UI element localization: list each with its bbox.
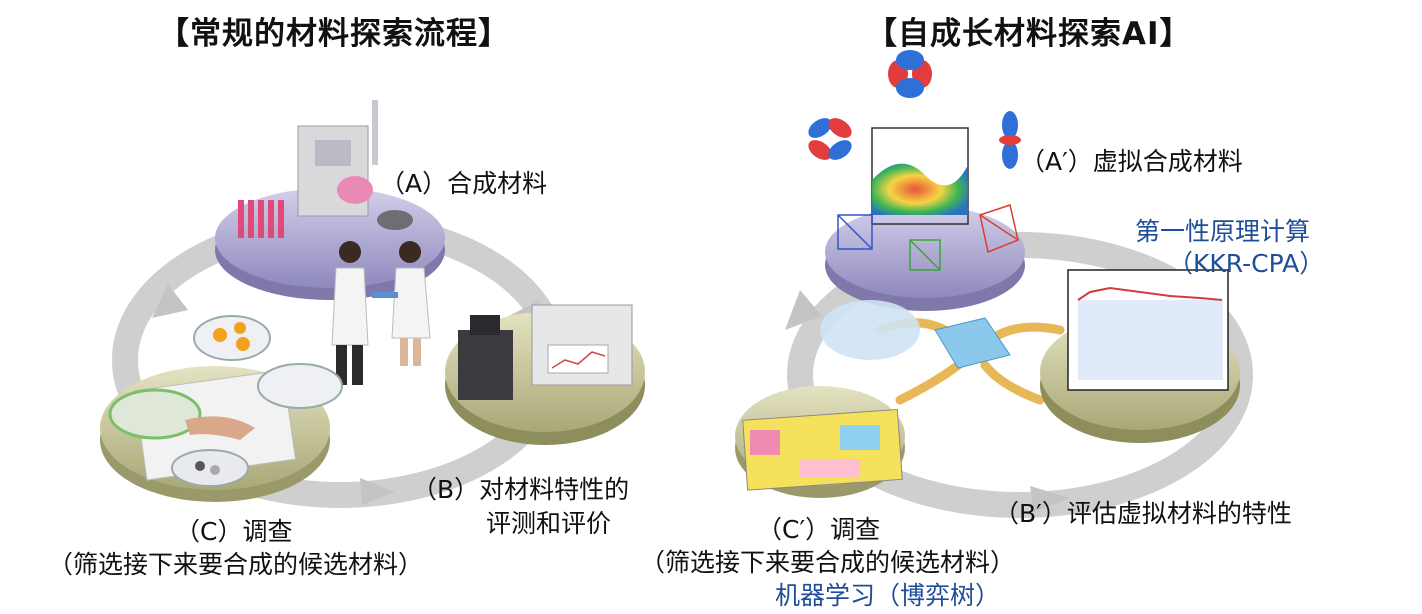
orbital-icons [805, 50, 1021, 169]
right-disc-performance [1040, 270, 1240, 443]
right-disc-machine-learning [735, 300, 920, 498]
periodic-table-icon [743, 410, 903, 491]
left-panel-title: 【常规的材料探索流程】 [158, 8, 510, 53]
right-step-b-label: （B′）评估虚拟材料的特性 [994, 494, 1292, 530]
left-step-b-label-line1: （B）对材料特性的 [412, 470, 629, 506]
right-step-c-method: 机器学习（博弈树） [775, 576, 1000, 612]
right-panel-title: 【自成长材料探索AI】 [866, 8, 1192, 53]
left-disc-evaluation [445, 305, 645, 445]
right-step-a-method-line1: 第一性原理计算 [1135, 212, 1310, 248]
right-step-a-label: （A′）虚拟合成材料 [1020, 142, 1243, 178]
right-step-c-label-line1: （C′）调查 [757, 510, 880, 546]
left-step-c-label-line2: （筛选接下来要合成的候选材料） [48, 545, 423, 581]
left-step-c-label-line1: （C）调查 [175, 512, 292, 548]
left-step-a-label: （A）合成材料 [380, 164, 547, 200]
right-step-c-label-line2: （筛选接下来要合成的候选材料） [640, 543, 1015, 579]
right-disc-virtual-synthesis [825, 128, 1025, 311]
left-step-b-label-line2: 评测和评价 [486, 504, 611, 540]
right-step-a-method-line2: （KKR-CPA） [1168, 244, 1324, 280]
